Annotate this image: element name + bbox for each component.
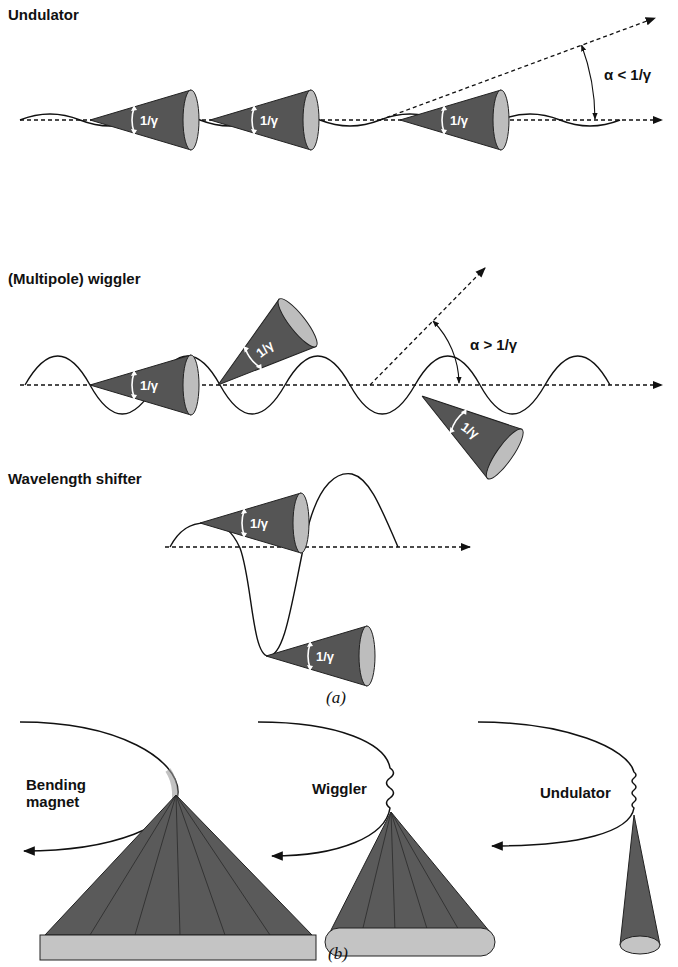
radiation-cone: 1/γ — [90, 88, 200, 152]
text-label: Wavelength shifter — [8, 470, 142, 487]
radiation-cone: 1/γ — [266, 624, 376, 688]
angle-label: 1/γ — [140, 113, 158, 128]
angle-arrowhead — [441, 105, 447, 135]
cone-base — [183, 355, 199, 415]
angle-label: 1/γ — [250, 516, 268, 531]
angle-arc — [433, 321, 459, 383]
radiation-cone: 1/γ — [90, 353, 200, 417]
cone-body — [400, 90, 501, 150]
fan-rays — [90, 795, 270, 935]
text-label: α < 1/γ — [604, 66, 651, 83]
radiation-cone: 1/γ — [400, 88, 510, 152]
cone-base — [359, 626, 375, 686]
angle-arrow — [442, 108, 444, 132]
cone-base — [293, 493, 309, 553]
electron-orbit — [478, 722, 636, 846]
angle-arrowhead — [131, 370, 137, 400]
angle-arrowhead — [241, 508, 247, 538]
cone-body — [90, 90, 191, 150]
cone-base — [303, 90, 319, 150]
cone-body — [210, 90, 311, 150]
angle-arrow — [132, 108, 134, 132]
cone-body — [200, 493, 301, 553]
fan-rays — [362, 812, 460, 932]
angle-arrowhead — [251, 105, 257, 135]
cone-base — [273, 294, 323, 351]
panel-label: (b) — [328, 944, 348, 964]
cone-body — [266, 626, 367, 686]
text-label: α > 1/γ — [470, 336, 517, 353]
cone-base — [493, 90, 509, 150]
angle-label: 1/γ — [450, 113, 468, 128]
radiation-cone: 1/γ — [198, 292, 324, 410]
electron-orbit — [25, 356, 610, 414]
angle-arc — [582, 45, 595, 119]
angle-arrow — [132, 373, 134, 397]
angle-label: 1/γ — [316, 649, 334, 664]
electron-orbit — [258, 722, 394, 856]
text-label: Wiggler — [312, 780, 367, 797]
radiation-cone: 1/γ — [210, 88, 320, 152]
radiation-cone — [620, 815, 660, 945]
angle-arrowhead — [307, 641, 313, 671]
radiation-cone: 1/γ — [404, 370, 531, 486]
deflection-line — [370, 268, 485, 385]
radiation-fan — [45, 795, 312, 935]
cone-base — [183, 90, 199, 150]
angle-arrow — [308, 644, 310, 668]
cone-body — [90, 355, 191, 415]
text-label: Bending magnet — [26, 776, 106, 811]
spectrum-screen — [325, 928, 495, 956]
text-label: (Multipole) wiggler — [8, 270, 141, 287]
radiation-fan — [330, 812, 490, 932]
text-label: Undulator — [540, 784, 611, 801]
beam-axis — [165, 546, 470, 547]
angle-arrowhead — [131, 105, 137, 135]
deflection-line — [380, 18, 655, 120]
text-label: Undulator — [8, 6, 79, 23]
angle-label: 1/γ — [140, 378, 158, 393]
angle-arrow — [252, 108, 254, 132]
radiation-cone: 1/γ — [200, 491, 310, 555]
cone-base — [481, 425, 529, 483]
spectrum-screen — [40, 935, 316, 960]
angle-label: 1/γ — [260, 113, 278, 128]
spectrum-screen — [620, 936, 660, 954]
panel-label: (a) — [326, 688, 346, 708]
angle-arrow — [242, 511, 244, 535]
